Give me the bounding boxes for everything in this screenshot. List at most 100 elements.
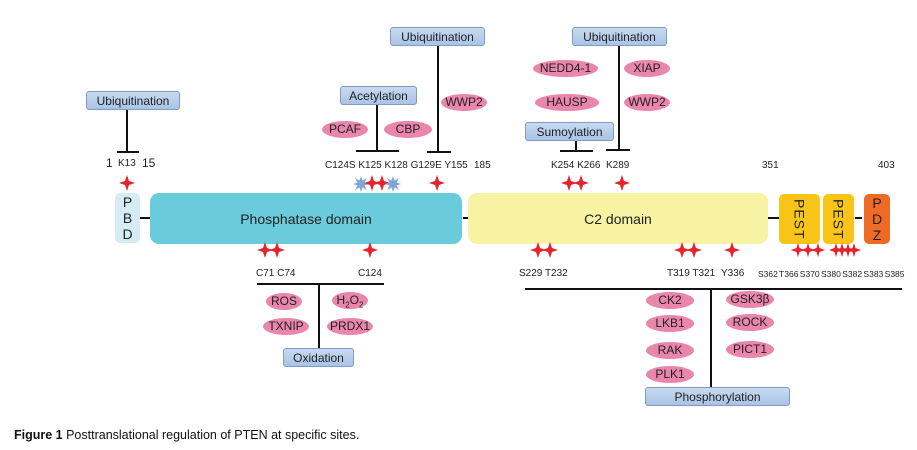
domain-pbd: P B D xyxy=(115,193,140,243)
site-marker-k289 xyxy=(614,175,630,191)
site-marker-s370 xyxy=(811,243,825,257)
ubiquitination-y155-line xyxy=(437,46,439,152)
enzyme-txnip: TXNIP xyxy=(263,318,309,335)
pbd-letter-3: D xyxy=(122,226,133,242)
sumoylation-line xyxy=(575,141,577,151)
enzyme-wwp2-y155: WWP2 xyxy=(441,94,487,111)
acetyl-marker-2 xyxy=(385,176,401,192)
site-marker-t321 xyxy=(686,242,702,258)
ubiquitination-k289-line xyxy=(618,46,620,150)
phosphorylation-bar xyxy=(525,288,902,290)
enzyme-hausp: HAUSP xyxy=(535,94,599,111)
phosphorylation-line xyxy=(710,288,712,388)
linker-1 xyxy=(140,217,150,219)
enzyme-pict1: PICT1 xyxy=(726,341,774,358)
enzyme-wwp2-k289: WWP2 xyxy=(624,94,670,111)
oxidation-box: Oxidation xyxy=(283,348,354,367)
h2o2-sub2: 2 xyxy=(359,300,364,310)
sites-top-middle: C124S K125 K128 G129E Y155 xyxy=(325,160,468,171)
enzyme-plk1: PLK1 xyxy=(646,366,694,383)
pos-351: 351 xyxy=(762,160,779,171)
pdz-letter-1: P xyxy=(872,195,882,211)
site-marker-y155 xyxy=(429,175,445,191)
site-c124: C124 xyxy=(358,268,382,279)
sites-k254-k266: K254 K266 xyxy=(551,160,601,171)
enzyme-lkb1: LKB1 xyxy=(646,315,694,332)
site-marker-k125 xyxy=(364,175,380,191)
oxidation-bar xyxy=(257,283,384,285)
phosphorylation-box: Phosphorylation xyxy=(645,387,790,406)
site-marker-k254 xyxy=(561,175,577,191)
site-marker-t232 xyxy=(542,242,558,258)
enzyme-rock: ROCK xyxy=(726,314,774,331)
ubiquitination-y155-bar xyxy=(427,151,451,153)
pbd-letter-2: B xyxy=(122,210,133,226)
ubiquitination-k289-box: Ubiquitination xyxy=(572,27,667,46)
enzyme-ros: ROS xyxy=(266,293,302,310)
linker-3 xyxy=(768,217,779,219)
ubiquitination-k13-box: Ubiquitination xyxy=(86,91,180,110)
enzyme-ck2: CK2 xyxy=(646,292,694,309)
site-marker-s229 xyxy=(530,242,546,258)
oxidation-line xyxy=(318,283,320,349)
enzyme-nedd4-1: NEDD4-1 xyxy=(533,60,598,77)
figure-caption-text: Posttranslational regulation of PTEN at … xyxy=(62,428,360,442)
site-marker-c124 xyxy=(362,242,378,258)
acetylation-bar xyxy=(356,150,399,152)
sites-t319-t321: T319 T321 xyxy=(667,268,716,279)
enzyme-cbp: CBP xyxy=(384,121,432,138)
pos-403: 403 xyxy=(878,160,895,171)
site-marker-y336 xyxy=(724,242,740,258)
site-marker-s385 xyxy=(847,243,861,257)
site-k13: K13 xyxy=(118,158,136,169)
figure-label: Figure 1 xyxy=(14,428,63,442)
sumoylation-bar xyxy=(560,150,593,152)
sumoylation-box: Sumoylation xyxy=(525,122,614,141)
domain-pdz: P D Z xyxy=(864,194,890,244)
site-marker-k13 xyxy=(119,175,135,191)
ubiquitination-k289-bar xyxy=(606,149,630,151)
site-marker-c71 xyxy=(257,242,273,258)
h2o2-h: H xyxy=(336,293,346,307)
enzyme-h2o2: H2O2 xyxy=(332,292,368,309)
domain-phosphatase: Phosphatase domain xyxy=(150,193,462,244)
enzyme-gsk3b: GSK3β xyxy=(726,291,774,308)
inhibit-bar-k13 xyxy=(117,151,139,153)
domain-c2: C2 domain xyxy=(468,193,768,244)
pest-2-label: PEST xyxy=(830,198,847,240)
enzyme-xiap: XIAP xyxy=(624,60,670,77)
pos-185: 185 xyxy=(474,160,491,171)
acetyl-marker-1 xyxy=(353,176,369,192)
domain-pest-1: PEST xyxy=(779,194,820,244)
site-marker-k266 xyxy=(573,175,589,191)
acetylation-box: Acetylation xyxy=(340,86,417,105)
domain-pest-2: PEST xyxy=(823,194,854,244)
site-marker-k128 xyxy=(374,175,390,191)
pest-1-label: PEST xyxy=(791,198,808,240)
inhibit-line-k13 xyxy=(126,110,128,152)
site-marker-t319 xyxy=(674,242,690,258)
site-marker-t366 xyxy=(801,243,815,257)
h2o2-sub1: 2 xyxy=(345,300,350,310)
site-k289: K289 xyxy=(606,160,630,171)
linker-4 xyxy=(855,217,862,219)
enzyme-pcaf: PCAF xyxy=(322,121,368,138)
ubiquitination-y155-box: Ubiquitination xyxy=(390,27,485,46)
site-y336: Y336 xyxy=(721,268,745,279)
pos-1: 1 xyxy=(106,156,113,170)
sites-pest: S362 T366 S370 S380 S382 S383 S385 xyxy=(758,269,905,279)
pbd-letter-1: P xyxy=(122,194,133,210)
figure-caption: Figure 1 Posttranslational regulation of… xyxy=(14,428,359,442)
sites-c71-c74: C71 C74 xyxy=(256,268,296,279)
pos-15: 15 xyxy=(142,156,156,170)
acetylation-line xyxy=(376,105,378,151)
pdz-letter-3: Z xyxy=(872,227,882,243)
pdz-letter-2: D xyxy=(871,211,883,227)
site-marker-s362 xyxy=(791,243,805,257)
h2o2-o: O xyxy=(349,293,359,307)
enzyme-prdx1: PRDX1 xyxy=(327,318,373,335)
sites-s229-t232: S229 T232 xyxy=(519,268,568,279)
linker-2 xyxy=(463,217,469,219)
site-marker-c74 xyxy=(269,242,285,258)
enzyme-rak: RAK xyxy=(646,342,694,359)
